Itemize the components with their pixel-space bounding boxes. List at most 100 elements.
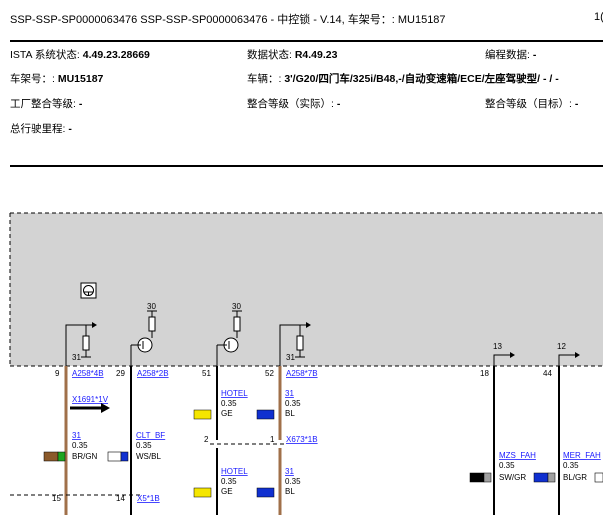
wire-mer-fah-name[interactable]: MER_FAH — [563, 451, 601, 460]
wire-mzs-fah-color: SW/GR — [499, 473, 526, 482]
factory-integration-label: 工厂整合等级: — [10, 98, 76, 110]
programming-data-value: - — [532, 49, 537, 61]
color-swatch-yellow-1 — [193, 409, 212, 420]
wire-31-br-gn-size: 0.35 — [72, 441, 88, 450]
programming-data: 编程数据: - — [485, 47, 536, 62]
wire-hotel-name-1[interactable]: HOTEL — [221, 389, 248, 398]
ground-label-2: 31 — [286, 353, 295, 362]
pin-51: 51 — [202, 369, 211, 378]
vin: 车架号：: MU15187 — [10, 71, 103, 86]
actual-integration-value: - — [336, 98, 341, 110]
connector-a258-2b[interactable]: A258*2B — [137, 369, 169, 378]
target-integration-level: 整合等级（目标）: - — [485, 96, 578, 111]
pin-15: 15 — [52, 494, 61, 503]
wire-clt-bf-name[interactable]: CLT_BF — [136, 431, 165, 440]
page-mark: 1( — [594, 11, 603, 23]
target-integration-label: 整合等级（目标）: — [485, 98, 572, 110]
supply-label-2: 30 — [232, 302, 241, 311]
total-mileage-label: 总行驶里程: — [10, 123, 66, 135]
actual-integration-label: 整合等级（实际）: — [247, 98, 334, 110]
pin-2: 2 — [204, 435, 209, 444]
wire-31-bl-size-1: 0.35 — [285, 399, 301, 408]
wire-31-bl-size-2: 0.35 — [285, 477, 301, 486]
signal-output-12: 12 — [557, 342, 580, 366]
pin-52: 52 — [265, 369, 274, 378]
wire-mzs-fah-size: 0.35 — [499, 461, 515, 470]
color-swatch-gray-1 — [483, 472, 492, 483]
steering-wheel-icon — [80, 282, 97, 299]
vehicle-label: 车辆：: — [247, 73, 282, 85]
x1691-arrow-icon — [101, 403, 110, 413]
color-swatch-blue-1 — [256, 409, 275, 420]
header-rule — [10, 40, 603, 42]
data-status-label: 数据状态: — [247, 49, 292, 61]
color-swatch-blue-3 — [533, 472, 549, 483]
target-integration-value: - — [574, 98, 579, 110]
internal-driver-3: 30 — [216, 302, 242, 366]
wire-hotel-name-2[interactable]: HOTEL — [221, 467, 248, 476]
info-rule — [10, 165, 603, 167]
control-unit-box — [10, 213, 603, 366]
total-mileage: 总行驶里程: - — [10, 121, 72, 136]
ground-label-1: 31 — [72, 353, 81, 362]
wire-31-br-gn-name[interactable]: 31 — [72, 431, 81, 440]
pin-14: 14 — [116, 494, 125, 503]
wire-31-bl-color-1: BL — [285, 409, 295, 418]
wire-31-bl-name-1[interactable]: 31 — [285, 389, 294, 398]
color-swatch-green — [57, 451, 66, 462]
actual-integration-level: 整合等级（实际）: - — [247, 96, 340, 111]
pin-18: 18 — [480, 369, 489, 378]
connector-x5-1b[interactable]: X5*1B — [137, 494, 160, 503]
connector-x1691-1v[interactable]: X1691*1V — [72, 395, 109, 404]
pin-9: 9 — [55, 369, 60, 378]
signal-label-12: 12 — [557, 342, 566, 351]
vehicle: 车辆：: 3'/G20/四门车/325i/B48,-/自动变速箱/ECE/左座驾… — [247, 71, 559, 86]
connector-a258-7b[interactable]: A258*7B — [286, 369, 318, 378]
wire-hotel-size-1: 0.35 — [221, 399, 237, 408]
ista-status-label: ISTA 系统状态: — [10, 49, 80, 61]
vehicle-value: 3'/G20/四门车/325i/B48,-/自动变速箱/ECE/左座驾驶型/ -… — [284, 73, 559, 85]
factory-integration-level: 工厂整合等级: - — [10, 96, 82, 111]
supply-label-1: 30 — [147, 302, 156, 311]
data-status: 数据状态: R4.49.23 — [247, 47, 337, 62]
internal-ground-4: 31 — [279, 322, 311, 366]
vin-label: 车架号：: — [10, 73, 55, 85]
pin-29: 29 — [116, 369, 125, 378]
color-swatch-gray-2 — [547, 472, 556, 483]
color-swatch-brown — [43, 451, 59, 462]
pin-44: 44 — [543, 369, 552, 378]
wire-31-bl-name-2[interactable]: 31 — [285, 467, 294, 476]
factory-integration-value: - — [78, 98, 83, 110]
wire-hotel-color-2: GE — [221, 487, 233, 496]
connector-a258-4b[interactable]: A258*4B — [72, 369, 104, 378]
vin-value: MU15187 — [57, 73, 104, 85]
connector-x673-1b[interactable]: X673*1B — [286, 435, 318, 444]
pin-1: 1 — [270, 435, 275, 444]
color-swatch-black — [469, 472, 485, 483]
wire-31-br-gn-color: BR/GN — [72, 452, 98, 461]
color-swatch-blue — [120, 451, 129, 462]
wire-hotel-color-1: GE — [221, 409, 233, 418]
internal-ground-1: 31 — [65, 322, 97, 366]
data-status-value: R4.49.23 — [294, 49, 338, 61]
wire-mzs-fah-name[interactable]: MZS_FAH — [499, 451, 536, 460]
ista-status: ISTA 系统状态: 4.49.23.28669 — [10, 47, 150, 62]
ista-status-value: 4.49.23.28669 — [82, 49, 150, 61]
wire-mer-fah-color: BL/GR — [563, 473, 587, 482]
wire-31-bl-color-2: BL — [285, 487, 295, 496]
color-swatch-yellow-2 — [193, 487, 212, 498]
wire-mer-fah-size: 0.35 — [563, 461, 579, 470]
wiring-diagram: 31 30 30 31 13 — [9, 212, 603, 515]
signal-label-13: 13 — [493, 342, 502, 351]
internal-driver-2: 30 — [130, 302, 157, 366]
document-title: SSP-SSP-SP0000063476 SSP-SSP-SP000006347… — [10, 14, 446, 26]
wire-clt-bf-color: WS/BL — [136, 452, 161, 461]
programming-data-label: 编程数据: — [485, 49, 530, 61]
signal-output-13: 13 — [493, 342, 515, 366]
color-swatch-white — [107, 451, 122, 462]
color-swatch-partial — [594, 472, 603, 483]
wire-hotel-size-2: 0.35 — [221, 477, 237, 486]
total-mileage-value: - — [68, 123, 72, 135]
wire-clt-bf-size: 0.35 — [136, 441, 152, 450]
color-swatch-blue-2 — [256, 487, 275, 498]
